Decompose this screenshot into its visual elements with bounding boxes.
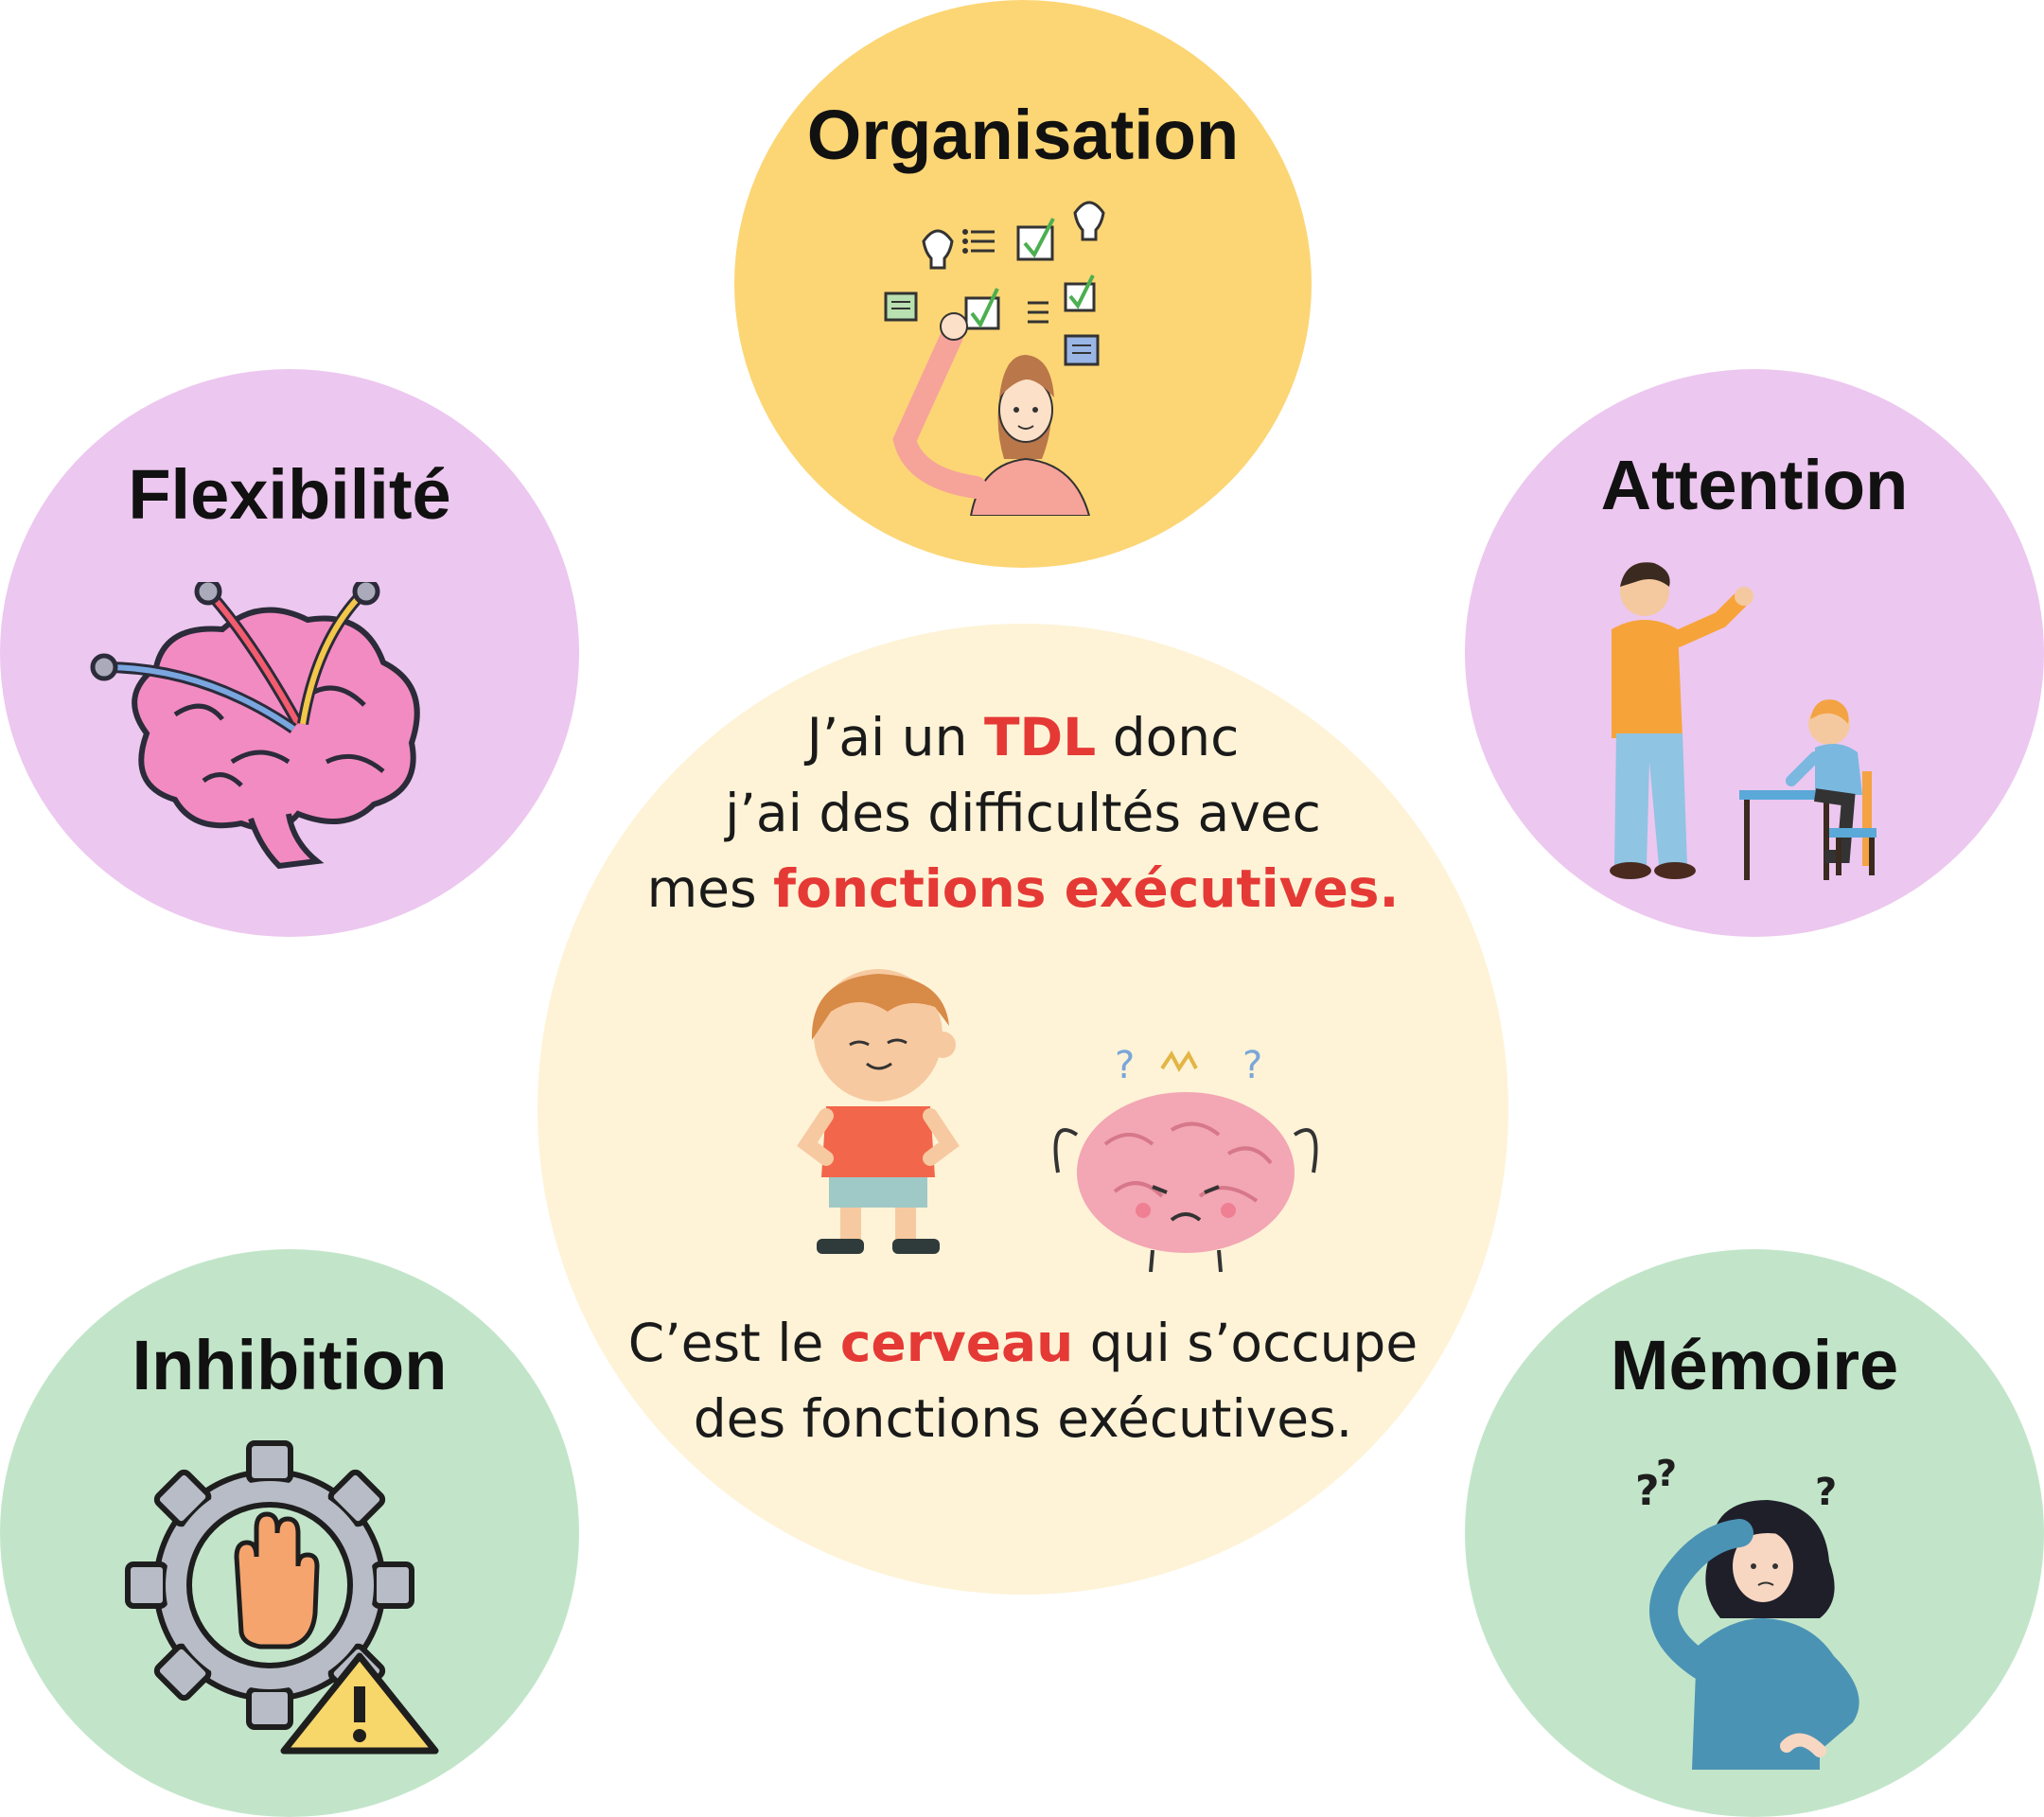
cerveau-highlight: cerveau bbox=[839, 1313, 1074, 1373]
text-segment: J’ai un bbox=[806, 707, 984, 767]
center-line-3: mes fonctions exécutives. bbox=[537, 851, 1508, 926]
flexibilite-circle: Flexibilité bbox=[0, 369, 579, 937]
inhibition-title: Inhibition bbox=[132, 1326, 448, 1404]
center-line-5: des fonctions exécutives. bbox=[693, 1388, 1353, 1449]
gear-stop-hand-warning-icon bbox=[125, 1440, 439, 1755]
center-line-2: j’ai des difficultés avec bbox=[725, 783, 1321, 843]
confused-woman-icon: ? ? ? bbox=[1635, 1453, 1859, 1770]
center-circle: J’ai un TDL donc j’ai des difficultés av… bbox=[537, 624, 1508, 1595]
boy-icon bbox=[797, 969, 960, 1254]
text-segment: mes bbox=[646, 858, 774, 919]
flexibilite-title: Flexibilité bbox=[128, 455, 451, 534]
memoire-circle: Mémoire ? ? ? bbox=[1465, 1249, 2044, 1817]
svg-text:?: ? bbox=[1115, 1044, 1135, 1087]
brain-with-wires-icon bbox=[90, 582, 420, 870]
svg-text:?: ? bbox=[1815, 1471, 1837, 1514]
text-segment: C’est le bbox=[627, 1313, 840, 1373]
woman-planning-checklist-icon bbox=[884, 201, 1105, 516]
svg-text:?: ? bbox=[1242, 1044, 1262, 1087]
svg-text:?: ? bbox=[1656, 1453, 1677, 1494]
center-line-1: J’ai un TDL donc bbox=[537, 699, 1508, 775]
organisation-circle: Organisation bbox=[734, 0, 1312, 568]
memoire-title: Mémoire bbox=[1610, 1326, 1899, 1404]
svg-text:?: ? bbox=[1635, 1467, 1660, 1515]
fonctions-executives-highlight: fonctions exécutives. bbox=[773, 858, 1400, 919]
confused-brain-icon: ? ? bbox=[1053, 1044, 1318, 1273]
center-line-4: C’est le cerveau qui s’occupe bbox=[537, 1305, 1508, 1381]
teacher-and-child-icon bbox=[1610, 562, 1877, 880]
text-segment: qui s’occupe bbox=[1073, 1313, 1418, 1373]
organisation-title: Organisation bbox=[806, 96, 1240, 174]
attention-circle: Attention bbox=[1465, 369, 2044, 937]
text-segment: donc bbox=[1096, 707, 1240, 767]
inhibition-circle: Inhibition bbox=[0, 1249, 579, 1817]
tdl-highlight: TDL bbox=[984, 707, 1097, 767]
attention-title: Attention bbox=[1600, 446, 1909, 524]
